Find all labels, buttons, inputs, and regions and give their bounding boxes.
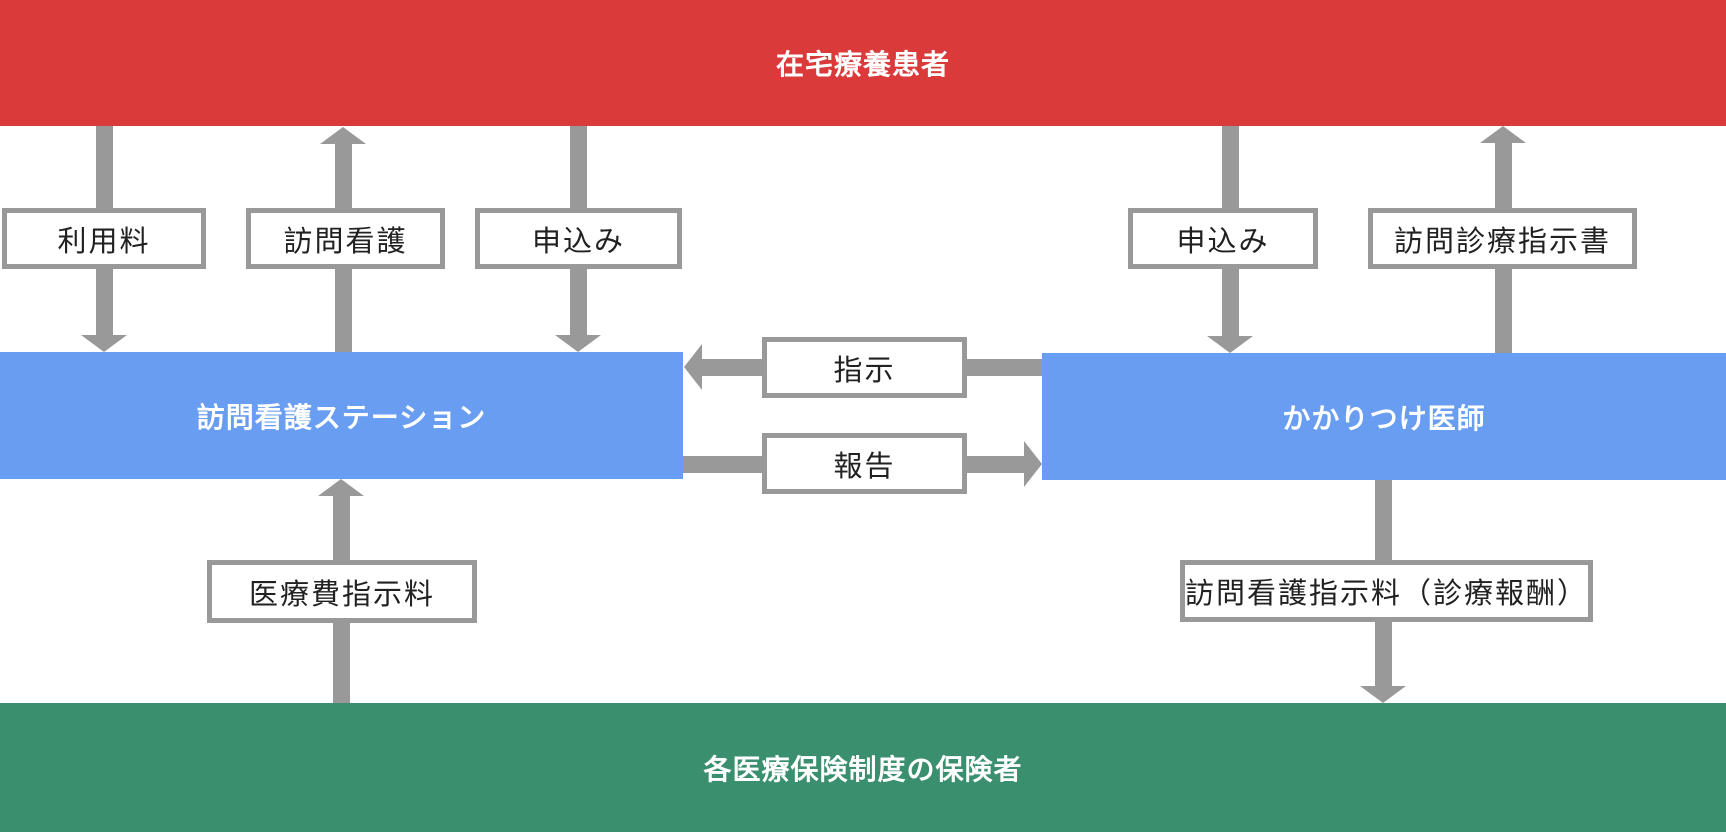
arrow-head-right-icon xyxy=(1024,441,1042,487)
edge-label-instruction: 指示 xyxy=(762,337,967,398)
edge-label-medical-fee-instruction-fee: 医療費指示料 xyxy=(207,560,477,623)
node-insurer-label: 各医療保険制度の保険者 xyxy=(703,753,1023,785)
arrow-head-down-icon xyxy=(81,335,127,352)
edge-label-application-station: 申込み xyxy=(475,208,682,269)
arrow-head-left-icon xyxy=(684,344,702,390)
arrow-head-down-icon xyxy=(555,335,601,352)
arrow-head-up-icon xyxy=(318,479,364,496)
arrow-head-down-icon xyxy=(1360,686,1406,703)
node-nursing-station-label: 訪問看護ステーション xyxy=(196,401,487,433)
edge-label-report: 報告 xyxy=(762,433,967,494)
edge-label-visit-care-instruction-doc: 訪問診療指示書 xyxy=(1368,208,1637,269)
arrow-head-up-icon xyxy=(1480,126,1526,143)
edge-label-visiting-nursing-instruction-fee: 訪問看護指示料（診療報酬） xyxy=(1180,560,1593,622)
edge-label-visiting-nursing: 訪問看護 xyxy=(246,208,445,269)
node-insurer: 各医療保険制度の保険者 xyxy=(0,703,1726,832)
arrow-head-down-icon xyxy=(1207,336,1253,353)
edge-label-usage-fee: 利用料 xyxy=(2,208,206,269)
arrow-head-up-icon xyxy=(320,127,366,144)
node-family-doctor: かかりつけ医師 xyxy=(1042,353,1726,480)
node-patient: 在宅療養患者 xyxy=(0,0,1726,126)
node-patient-label: 在宅療養患者 xyxy=(775,49,950,80)
node-nursing-station: 訪問看護ステーション xyxy=(0,352,683,479)
node-family-doctor-label: かかりつけ医師 xyxy=(1282,402,1486,434)
edge-label-application-doctor: 申込み xyxy=(1128,208,1318,269)
